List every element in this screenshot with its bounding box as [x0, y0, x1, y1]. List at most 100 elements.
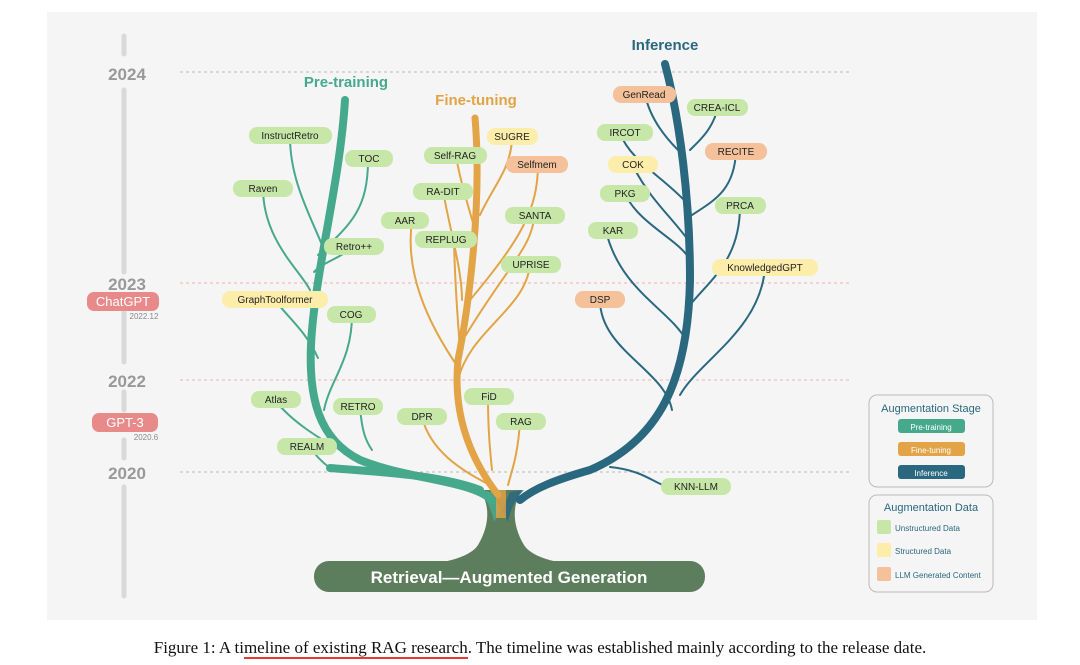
- node-dsp-label: DSP: [590, 295, 611, 306]
- node-santa: [505, 207, 565, 224]
- node-retroplusplus: [324, 238, 384, 255]
- caption-suffix: . The timeline was established mainly ac…: [467, 638, 927, 657]
- node-rag-label: RAG: [510, 417, 532, 428]
- node-selfmem: [506, 156, 568, 173]
- node-genread-label: GenRead: [623, 90, 666, 101]
- node-ra-dit-label: RA-DIT: [426, 187, 459, 198]
- legend-augmentation-stage: Augmentation Stage Pre-training Fine-tun…: [868, 394, 994, 488]
- node-dpr: [397, 408, 447, 425]
- pretraining-nodes: InstructRetro TOC Raven Retro++ GraphToo…: [222, 127, 393, 455]
- legend-llm-generated-label: LLM Generated Content: [895, 571, 982, 580]
- node-fid: [464, 388, 514, 405]
- legend-stage-pretraining-label: Pre-training: [910, 423, 951, 432]
- node-aar-label: AAR: [395, 216, 416, 227]
- year-axis: 2024 2023 2022 2020 ChatGPT 2022.12 GPT-…: [87, 33, 852, 599]
- gpt3-milestone-date: 2020.6: [134, 433, 159, 442]
- node-realm: [277, 438, 337, 455]
- node-crea-icl-label: CREA-ICL: [694, 103, 741, 114]
- node-uprise-label: UPRISE: [512, 260, 550, 271]
- legend-llm-generated-swatch: [877, 567, 891, 581]
- year-2022-label: 2022: [108, 372, 146, 391]
- legend-stage-finetuning-label: Fine-tuning: [911, 446, 951, 455]
- node-self-rag-label: Self-RAG: [434, 151, 476, 162]
- node-raven-label: Raven: [249, 184, 278, 195]
- node-prca-label: PRCA: [726, 201, 754, 212]
- year-2024-label: 2024: [108, 65, 146, 84]
- node-dsp: [575, 291, 625, 308]
- node-knowledgedgpt: [712, 259, 818, 276]
- chatgpt-milestone-badge: [87, 292, 159, 311]
- node-raven: [233, 180, 293, 197]
- node-knn-llm: [661, 478, 731, 495]
- legend-unstructured-label: Unstructured Data: [895, 524, 960, 533]
- node-prca: [715, 197, 766, 214]
- figure-caption: Figure 1: A timeline of existing RAG res…: [0, 638, 1080, 659]
- node-selfmem-label: Selfmem: [517, 160, 556, 171]
- node-fid-label: FiD: [481, 392, 497, 403]
- node-replug-label: REPLUG: [425, 235, 466, 246]
- node-cok: [608, 156, 658, 173]
- inference-stage-title: Inference: [632, 37, 699, 54]
- root-label: Retrieval—Augmented Generation: [371, 568, 648, 587]
- legend-augmentation-data: Augmentation Data Unstructured Data Stru…: [868, 494, 994, 593]
- node-ra-dit: [413, 183, 473, 200]
- node-genread: [613, 86, 676, 103]
- node-cog-label: COG: [340, 310, 363, 321]
- node-recite: [705, 143, 767, 160]
- node-rag: [496, 413, 546, 430]
- node-toc: [345, 150, 393, 167]
- pretraining-stage-title: Pre-training: [304, 74, 388, 91]
- legend-stage-pretraining-swatch: [898, 419, 965, 433]
- finetuning-branch: [409, 114, 539, 499]
- legend-stage-title: Augmentation Stage: [881, 403, 981, 415]
- legend-stage-inference-label: Inference: [914, 469, 948, 478]
- year-2023-label: 2023: [108, 275, 146, 294]
- node-sugre: [487, 128, 538, 145]
- node-retro: [333, 398, 383, 415]
- legend-data-title: Augmentation Data: [884, 502, 979, 514]
- node-ircot-label: IRCOT: [609, 128, 640, 139]
- node-graphtoolformer: [222, 291, 328, 308]
- node-santa-label: SANTA: [519, 211, 552, 222]
- node-retro-label: RETRO: [341, 402, 376, 413]
- node-pkg-label: PKG: [614, 189, 635, 200]
- finetuning-nodes: SUGRE Self-RAG Selfmem RA-DIT SANTA AAR …: [381, 128, 568, 430]
- node-dpr-label: DPR: [411, 412, 432, 423]
- gpt3-milestone-label: GPT-3: [106, 415, 144, 430]
- node-realm-label: REALM: [290, 442, 324, 453]
- inference-nodes: GenRead CREA-ICL IRCOT RECITE COK PKG PR…: [575, 86, 818, 495]
- legend-unstructured-swatch: [877, 520, 891, 534]
- node-instructretro: [249, 127, 332, 144]
- finetuning-stage-title: Fine-tuning: [435, 92, 517, 109]
- node-pkg: [600, 185, 650, 202]
- node-atlas: [251, 391, 301, 408]
- node-knowledgedgpt-label: KnowledgedGPT: [727, 263, 803, 274]
- node-aar: [381, 212, 429, 229]
- node-sugre-label: SUGRE: [494, 132, 530, 143]
- trunk-blend-inference: [502, 490, 524, 522]
- node-atlas-label: Atlas: [265, 395, 287, 406]
- node-kar-label: KAR: [603, 226, 624, 237]
- node-cog: [327, 306, 376, 323]
- node-cok-label: COK: [622, 160, 644, 171]
- node-recite-label: RECITE: [718, 147, 755, 158]
- caption-prefix: Figure 1: A ti: [153, 638, 244, 657]
- caption-underlined-phrase: meline of existing RAG research: [243, 638, 468, 659]
- chatgpt-milestone-date: 2022.12: [130, 312, 159, 321]
- node-replug: [415, 231, 477, 248]
- node-graphtoolformer-label: GraphToolformer: [237, 295, 313, 306]
- chatgpt-milestone-label: ChatGPT: [96, 294, 150, 309]
- root-banner: [314, 561, 705, 592]
- node-instructretro-label: InstructRetro: [261, 131, 319, 142]
- node-self-rag: [424, 147, 487, 164]
- node-crea-icl: [687, 99, 748, 116]
- legend-structured-label: Structured Data: [895, 547, 952, 556]
- node-retroplusplus-label: Retro++: [336, 242, 372, 253]
- year-2020-label: 2020: [108, 464, 146, 483]
- node-knn-llm-label: KNN-LLM: [674, 482, 718, 493]
- node-kar: [588, 222, 638, 239]
- node-uprise: [501, 256, 561, 273]
- legend-structured-swatch: [877, 543, 891, 557]
- legend-stage-inference-swatch: [898, 465, 965, 479]
